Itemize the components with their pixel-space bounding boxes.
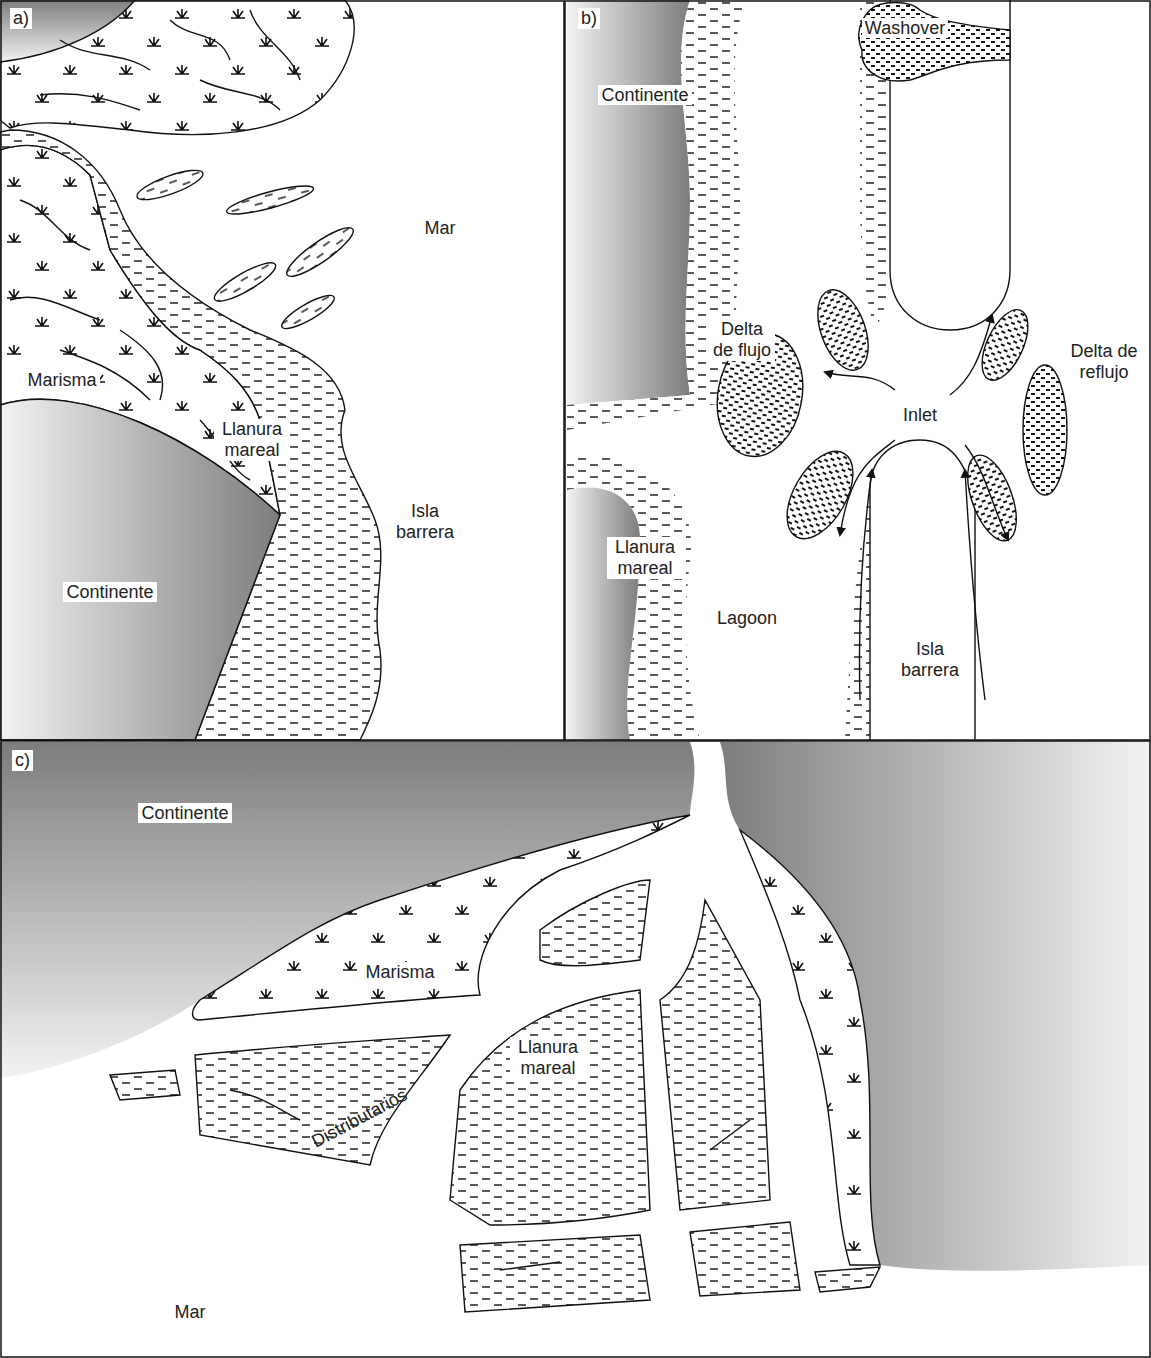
map-shape (110, 1070, 180, 1100)
map-shape (0, 130, 381, 740)
map-shape (720, 742, 1151, 1271)
map-shape (1, 1, 564, 740)
panel-b (567, 0, 1067, 740)
map-shape (134, 165, 206, 206)
map-label: Isla barrera (892, 639, 968, 680)
map-shape (450, 990, 650, 1225)
map-shape (567, 0, 745, 430)
map-shape (230, 1090, 750, 1270)
map-shape (845, 490, 870, 740)
map-shape (965, 470, 985, 700)
map-shape (1023, 365, 1067, 495)
map-label: Llanura mareal (607, 537, 683, 578)
map-label: Marisma (24, 370, 99, 391)
map-label: Mar (172, 1302, 209, 1323)
map-shape (567, 455, 700, 740)
map-shape (870, 440, 975, 740)
map-shape (825, 372, 895, 390)
panel-c (0, 742, 1151, 1312)
panel-a (0, 0, 381, 740)
map-shape (278, 290, 338, 334)
map-label: Isla barrera (387, 501, 463, 542)
map-label: Inlet (900, 405, 940, 426)
map-shape (773, 440, 866, 549)
map-label: c) (12, 750, 33, 771)
map-shape (540, 880, 650, 966)
map-shape (690, 1222, 800, 1296)
map-label: Mar (422, 218, 459, 239)
map-label: a) (10, 8, 32, 29)
map-label: Llanura mareal (214, 419, 290, 460)
map-label: Continente (598, 85, 691, 106)
map-shape (193, 815, 691, 1020)
map-shape (815, 1267, 880, 1292)
map-shape (0, 0, 354, 135)
map-label: b) (578, 8, 600, 29)
map-shape (950, 315, 992, 395)
map-shape (567, 0, 690, 405)
map-label: Continente (63, 582, 156, 603)
map-shape (840, 440, 895, 535)
map-label: Delta de reflujo (1061, 341, 1147, 382)
map-shape (210, 257, 280, 308)
map-label: Lagoon (714, 608, 780, 629)
map-shape (224, 181, 315, 220)
map-shape (40, 10, 300, 110)
map-shape (965, 445, 1008, 540)
map-shape (859, 3, 1010, 81)
map-shape (860, 470, 873, 700)
map-shape (281, 221, 358, 283)
map-label: Continente (138, 803, 231, 824)
map-label: Marisma (362, 962, 437, 983)
map-shape (460, 1235, 650, 1312)
map-label: Delta de flujo (709, 319, 775, 360)
map-shape (565, 1, 1150, 740)
map-shape (567, 487, 640, 740)
map-label: Llanura mareal (510, 1037, 586, 1078)
map-shape (808, 283, 878, 377)
map-shape (195, 1035, 450, 1165)
map-shape (1, 741, 1150, 1357)
map-shape (660, 900, 770, 1210)
map-label: Distributarios (306, 1083, 414, 1153)
map-label: Washover (862, 18, 948, 39)
